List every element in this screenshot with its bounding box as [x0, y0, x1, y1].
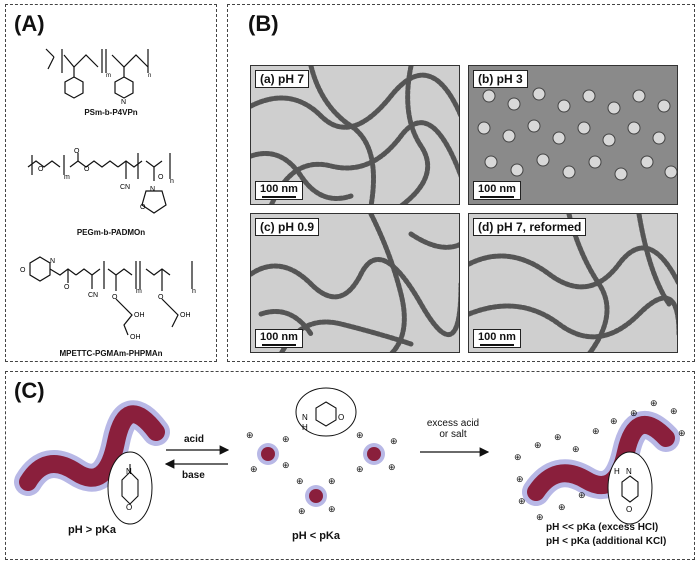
- svg-text:n: n: [148, 73, 151, 79]
- svg-text:O: O: [74, 148, 80, 155]
- molecule-name-1: PSm-b-P4VPn: [84, 108, 138, 117]
- svg-text:m: m: [136, 288, 142, 295]
- svg-text:⊕: ⊕: [328, 504, 336, 514]
- svg-text:⊕: ⊕: [356, 430, 364, 440]
- svg-text:O: O: [338, 413, 344, 422]
- svg-text:⊕: ⊕: [650, 398, 658, 408]
- svg-text:OH: OH: [180, 312, 191, 319]
- svg-text:⊕: ⊕: [388, 462, 396, 472]
- svg-text:m: m: [106, 73, 111, 79]
- svg-text:N: N: [150, 186, 155, 193]
- svg-text:⊕: ⊕: [516, 474, 524, 484]
- svg-text:⊕: ⊕: [356, 464, 364, 474]
- svg-text:⊕: ⊕: [534, 440, 542, 450]
- state-label-3a: pH << pKa (excess HCl): [546, 522, 659, 533]
- state-label-1: pH > pKa: [68, 524, 116, 536]
- svg-text:n: n: [170, 178, 174, 185]
- svg-text:⊕: ⊕: [328, 476, 336, 486]
- arrow-label-base: base: [182, 470, 205, 481]
- tem-image-a: (a) pH 7 100 nm: [250, 65, 460, 205]
- scale-bar-b: 100 nm: [473, 181, 521, 200]
- peg-padmo-structure: Om OO CNn ON O: [27, 148, 174, 214]
- svg-text:⊕: ⊕: [670, 406, 678, 416]
- panel-a-label: (A): [14, 11, 45, 36]
- svg-text:N: N: [626, 467, 632, 476]
- panel-a: (A) m n N PSm-b-P4VPn: [5, 4, 217, 362]
- mpettc-pgma-phpma-structure: O N O CN m n O O OH OH OH: [20, 256, 196, 341]
- arrow-label-acid: acid: [184, 434, 205, 445]
- svg-text:⊕: ⊕: [296, 476, 304, 486]
- state-label-2: pH < pKa: [292, 530, 340, 542]
- svg-text:⊕: ⊕: [250, 464, 258, 474]
- tem-tag-b: (b) pH 3: [473, 70, 528, 88]
- svg-text:⊕: ⊕: [536, 512, 544, 522]
- svg-text:O: O: [64, 284, 70, 291]
- svg-text:⊕: ⊕: [558, 502, 566, 512]
- svg-text:O: O: [38, 166, 44, 173]
- svg-text:⊕: ⊕: [678, 428, 686, 438]
- svg-text:⊕: ⊕: [518, 496, 526, 506]
- svg-text:O: O: [158, 174, 164, 181]
- svg-text:O: O: [626, 505, 632, 514]
- panel-c: (C) N O ⊕ ⊕ ⊕ ⊕ ⊕ ⊕ ⊕ ⊕ ⊕ ⊕ ⊕ ⊕: [5, 371, 695, 560]
- svg-text:⊕: ⊕: [630, 408, 638, 418]
- svg-text:CN: CN: [88, 292, 98, 299]
- svg-text:n: n: [192, 288, 196, 295]
- state-label-3b: pH < pKa (additional KCl): [546, 536, 667, 547]
- svg-text:N: N: [121, 99, 126, 106]
- panel-b: (B) (a) pH 7 100 nm: [227, 4, 695, 362]
- scheme-graphic: N O ⊕ ⊕ ⊕ ⊕ ⊕ ⊕ ⊕ ⊕ ⊕ ⊕ ⊕ ⊕ N H O ⊕ ⊕ ⊕ ⊕ ⊕ ⊕ ⊕ ⊕ ⊕: [14, 387, 686, 525]
- svg-text:O: O: [112, 294, 118, 301]
- molecule-name-3: MPETTC-PGMAm-PHPMAn: [59, 349, 163, 358]
- scale-bar-c: 100 nm: [255, 329, 303, 348]
- tem-tag-c: (c) pH 0.9: [255, 218, 320, 236]
- svg-text:N: N: [126, 467, 132, 476]
- svg-text:m: m: [64, 174, 70, 181]
- molecule-name-2: PEGm-b-PADMOn: [76, 228, 146, 237]
- svg-text:H: H: [614, 467, 620, 476]
- tem-tag-a: (a) pH 7: [255, 70, 310, 88]
- panel-c-label: (C): [14, 378, 45, 403]
- svg-text:⊕: ⊕: [572, 444, 580, 454]
- scale-bar-d: 100 nm: [473, 329, 521, 348]
- svg-text:⊕: ⊕: [610, 416, 618, 426]
- svg-text:⊕: ⊕: [554, 432, 562, 442]
- svg-text:CN: CN: [120, 184, 130, 191]
- svg-text:O: O: [140, 204, 146, 211]
- svg-text:O: O: [84, 166, 90, 173]
- svg-text:OH: OH: [134, 312, 145, 319]
- svg-text:H: H: [302, 423, 308, 432]
- arrow-label-excess: excess acid or salt: [426, 418, 480, 440]
- svg-text:O: O: [126, 503, 132, 512]
- svg-text:N: N: [50, 258, 55, 265]
- svg-text:⊕: ⊕: [390, 436, 398, 446]
- svg-text:⊕: ⊕: [592, 426, 600, 436]
- svg-text:⊕: ⊕: [514, 452, 522, 462]
- svg-text:N: N: [302, 413, 308, 422]
- tem-tag-d: (d) pH 7, reformed: [473, 218, 587, 236]
- svg-text:⊕: ⊕: [246, 430, 254, 440]
- svg-text:⊕: ⊕: [578, 490, 586, 500]
- svg-text:OH: OH: [130, 334, 141, 341]
- svg-text:O: O: [158, 294, 164, 301]
- svg-text:⊕: ⊕: [282, 460, 290, 470]
- panel-b-label: (B): [248, 11, 279, 36]
- scale-bar-a: 100 nm: [255, 181, 303, 200]
- svg-text:O: O: [20, 267, 26, 274]
- tem-image-b: (b) pH 3 100 nm: [468, 65, 678, 205]
- tem-image-d: (d) pH 7, reformed 100 nm: [468, 213, 678, 353]
- ps-p4vp-structure: m n N: [45, 48, 151, 106]
- svg-text:⊕: ⊕: [298, 506, 306, 516]
- svg-text:⊕: ⊕: [282, 434, 290, 444]
- tem-image-c: (c) pH 0.9 100 nm: [250, 213, 460, 353]
